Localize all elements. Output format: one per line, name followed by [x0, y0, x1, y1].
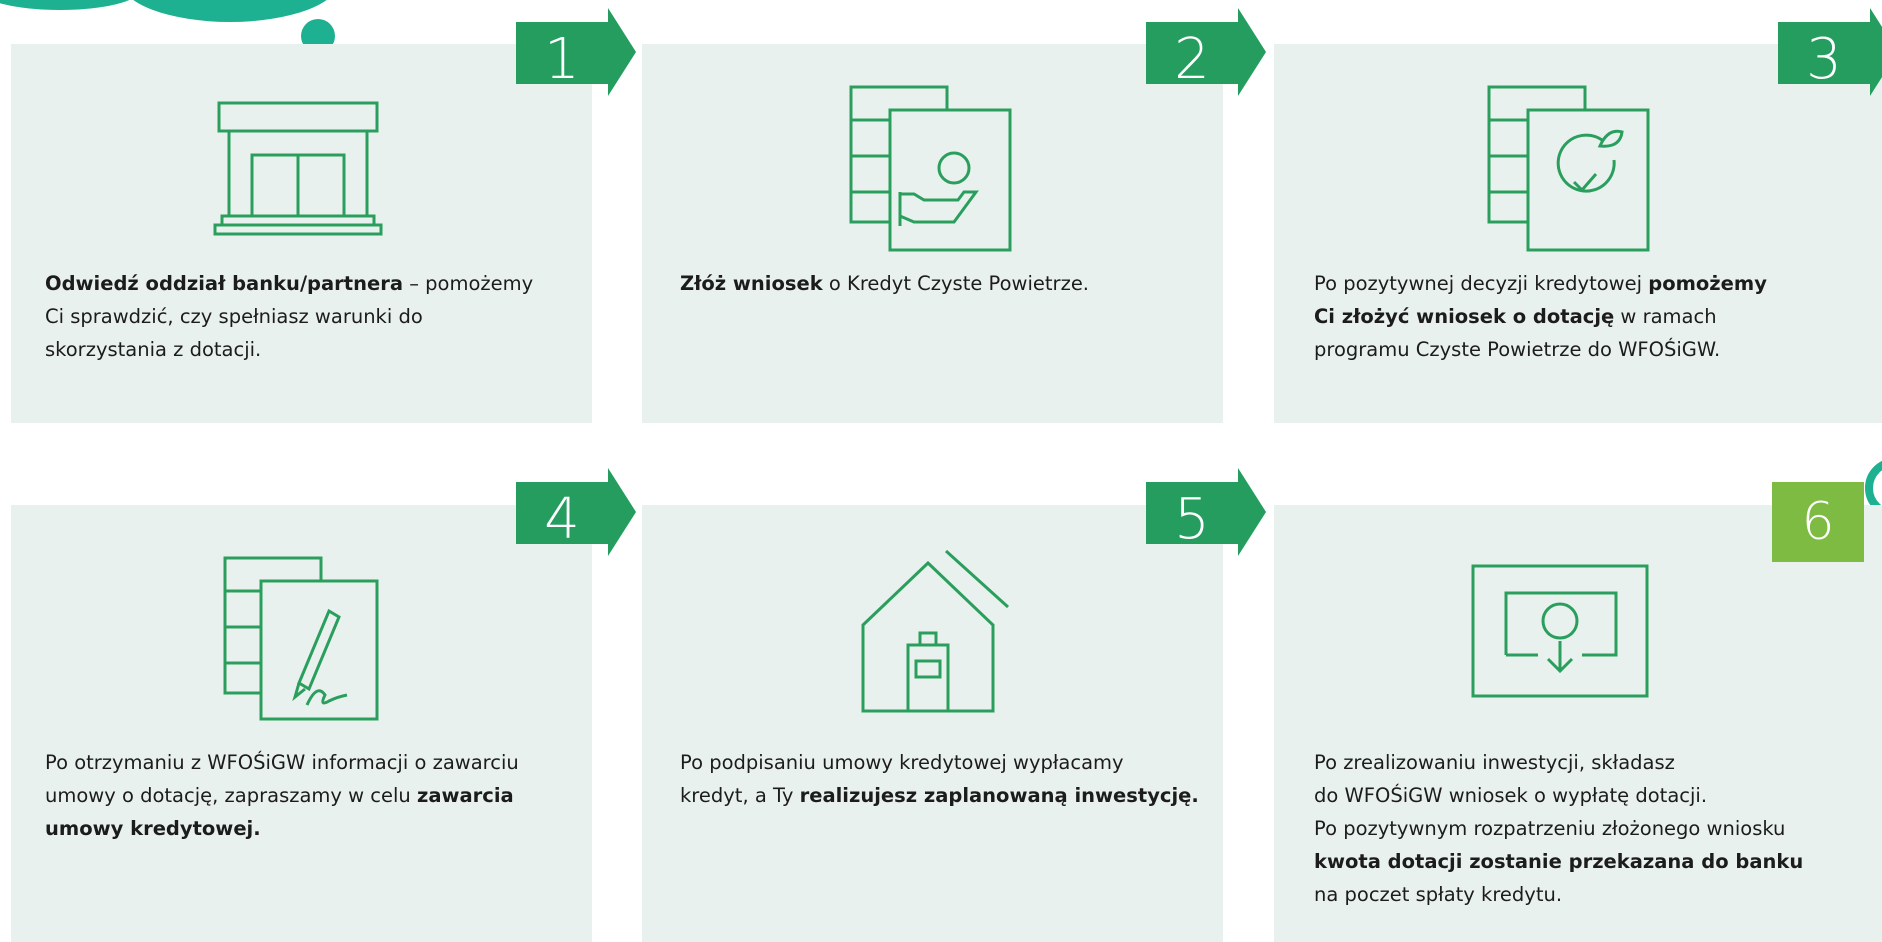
step-number-2: 2	[1174, 27, 1210, 92]
step-card-1: Odwiedź oddział banku/partnera – pomożem…	[11, 44, 592, 423]
step-6-line-1: Po zrealizowaniu inwestycji, składasz	[1314, 751, 1675, 774]
step-card-3: Po pozytywnej decyzji kredytowej pomożem…	[1274, 44, 1882, 423]
step-number-5: 5	[1174, 487, 1210, 552]
step-4-line-2: umowy o dotację, zapraszamy w celu	[45, 784, 417, 807]
step-text-1: Odwiedź oddział banku/partnera – pomożem…	[45, 267, 533, 366]
approved-document-icon	[1486, 84, 1656, 254]
step-text-2: Złóż wniosek o Kredyt Czyste Powietrze.	[680, 267, 1089, 300]
step-number-3: 3	[1806, 27, 1842, 92]
step-badge-6: 6	[1772, 482, 1864, 562]
loan-application-icon	[848, 84, 1018, 254]
step-5-line-1: Po podpisaniu umowy kredytowej wypłacamy	[680, 751, 1124, 774]
step-number-4: 4	[544, 487, 580, 552]
step-card-5: Po podpisaniu umowy kredytowej wypłacamy…	[642, 505, 1223, 942]
step-number-1: 1	[544, 27, 580, 92]
step-text-6: Po zrealizowaniu inwestycji, składasz do…	[1314, 746, 1803, 911]
step-badge-1: 1	[516, 8, 636, 104]
step-6-line-3: Po pozytywnym rozpatrzeniu złożonego wni…	[1314, 817, 1786, 840]
step-5-line-2: kredyt, a Ty	[680, 784, 800, 807]
step-1-line-3: skorzystania z dotacji.	[45, 338, 262, 361]
step-3-line-1: Po pozytywnej decyzji kredytowej	[1314, 272, 1649, 295]
step-text-5: Po podpisaniu umowy kredytowej wypłacamy…	[680, 746, 1199, 812]
step-2-bold: Złóż wniosek	[680, 272, 823, 295]
step-1-bold: Odwiedź oddział banku/partnera	[45, 272, 403, 295]
step-card-4: Po otrzymaniu z WFOŚiGW informacji o zaw…	[11, 505, 592, 942]
step-3-line-3: programu Czyste Powietrze do WFOŚiGW.	[1314, 338, 1721, 361]
step-6-bold: kwota dotacji zostanie przekazana do ban…	[1314, 850, 1804, 873]
step-badge-2: 2	[1146, 8, 1266, 104]
step-2-line-1: o Kredyt Czyste Powietrze.	[822, 272, 1090, 295]
step-card-2: Złóż wniosek o Kredyt Czyste Powietrze.	[642, 44, 1223, 423]
step-number-6: 6	[1801, 492, 1835, 552]
step-badge-3: 3	[1778, 8, 1882, 104]
step-3-bold-1: pomożemy	[1648, 272, 1767, 295]
step-text-4: Po otrzymaniu z WFOŚiGW informacji o zaw…	[45, 746, 519, 845]
bank-branch-icon	[207, 100, 387, 240]
step-text-3: Po pozytywnej decyzji kredytowej pomożem…	[1314, 267, 1767, 366]
step-badge-5: 5	[1146, 468, 1266, 564]
signed-contract-icon	[211, 555, 381, 725]
step-card-6: Po zrealizowaniu inwestycji, składasz do…	[1274, 505, 1882, 942]
step-3-bold-2: Ci złożyć wniosek o dotację	[1314, 305, 1615, 328]
step-1-line-1: – pomożemy	[403, 272, 534, 295]
step-6-line-5: na poczet spłaty kredytu.	[1314, 883, 1563, 906]
house-investment-icon	[860, 545, 1020, 715]
step-4-bold-2: umowy kredytowej.	[45, 817, 261, 840]
step-6-line-2: do WFOŚiGW wniosek o wypłatę dotacji.	[1314, 784, 1708, 807]
step-4-line-1: Po otrzymaniu z WFOŚiGW informacji o zaw…	[45, 751, 519, 774]
step-1-line-2: Ci sprawdzić, czy spełniasz warunki do	[45, 305, 423, 328]
step-3-line-2: w ramach	[1614, 305, 1717, 328]
step-4-bold-1: zawarcia	[417, 784, 514, 807]
step-badge-4: 4	[516, 468, 636, 564]
grant-payout-icon	[1470, 563, 1650, 703]
step-5-bold: realizujesz zaplanowaną inwestycję.	[799, 784, 1199, 807]
